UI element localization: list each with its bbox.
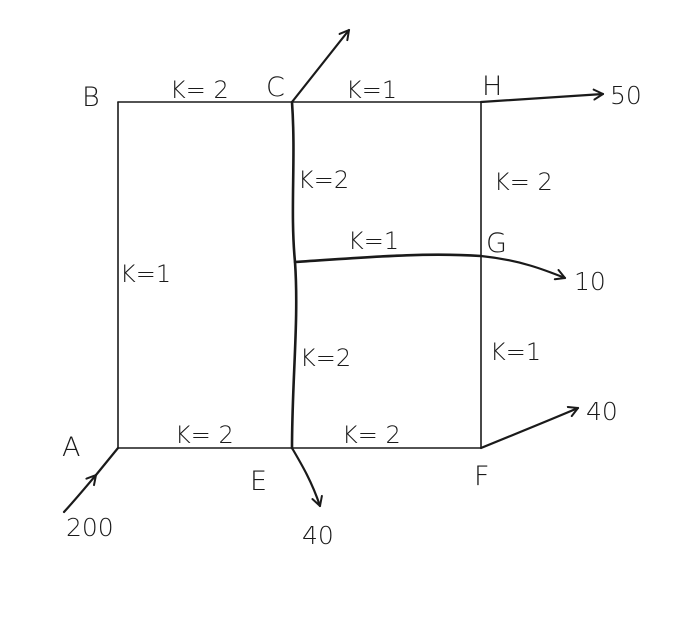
flow-arrow-c [290, 28, 351, 104]
flow-value-f: 40 [586, 397, 618, 426]
pipe-mid-g [293, 253, 483, 264]
pipe-label-bc: K= 2 [170, 76, 229, 104]
pipe-ce [290, 100, 298, 450]
pipe-label-hg: K= 2 [494, 168, 553, 196]
pipe-label-ae: K= 2 [175, 421, 234, 449]
node-label-e: E [250, 466, 267, 497]
pipe-label-ce-lower: K=2 [300, 344, 351, 372]
flow-arrow-f [479, 405, 580, 450]
node-label-h: H [482, 71, 502, 102]
flow-arrow-h [479, 88, 605, 104]
pipe-label-ef: K= 2 [342, 421, 401, 449]
flow-value-e: 40 [302, 521, 334, 550]
pipe-label-ce-upper: K=2 [298, 166, 349, 194]
pipe-label-ab: K=1 [120, 260, 171, 288]
flow-arrow-g [479, 254, 567, 281]
node-label-c: C [266, 72, 285, 103]
flow-value-a: 200 [66, 513, 114, 542]
pipe-label-ch: K=1 [346, 76, 397, 104]
flow-arrow-a-tail [94, 446, 120, 477]
pipe-label-mid-g: K=1 [348, 227, 399, 255]
pipe-label-gf: K=1 [490, 338, 541, 366]
flow-arrow-e [290, 446, 323, 508]
node-label-g: G [486, 228, 507, 259]
node-label-a: A [62, 432, 80, 463]
flow-arrow-a [62, 473, 98, 514]
node-label-f: F [474, 461, 490, 492]
flow-value-h: 50 [610, 81, 642, 110]
node-label-b: B [82, 82, 100, 113]
flow-value-g: 10 [574, 267, 606, 296]
